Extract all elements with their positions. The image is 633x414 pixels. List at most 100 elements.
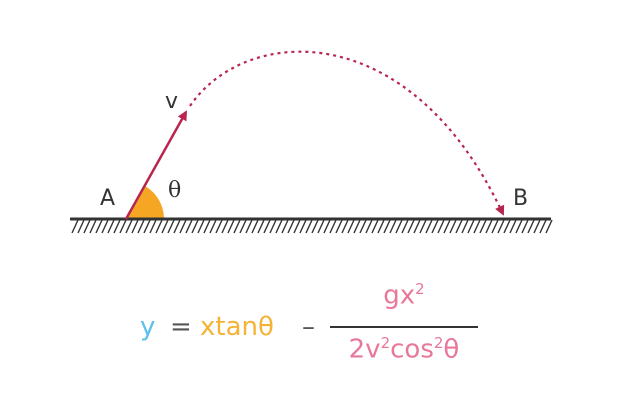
hatch-mark [113,219,121,234]
numerator-base: gx [383,280,416,311]
hatch-mark [119,219,127,234]
numerator-exponent: 2 [415,280,425,298]
denominator-exponent1: 2 [380,334,391,352]
hatch-mark [377,219,385,234]
hatch-mark [131,219,139,234]
hatch-mark [251,219,259,234]
hatch-mark [365,219,373,234]
hatch-mark [335,219,343,234]
hatch-mark [419,219,427,234]
hatch-mark [89,219,97,234]
hatch-mark [293,219,301,234]
hatch-mark [401,219,409,234]
hatch-mark [275,219,283,234]
hatch-mark [395,219,403,234]
denominator-exponent2: 2 [433,334,444,352]
hatch-mark [281,219,289,234]
hatch-mark [167,219,175,234]
hatch-mark [71,219,79,234]
hatch-mark [341,219,349,234]
hatch-mark [359,219,367,234]
hatch-mark [287,219,295,234]
hatch-mark [473,219,481,234]
hatch-mark [539,219,547,234]
hatch-mark [179,219,187,234]
hatch-mark [209,219,217,234]
hatch-mark [203,219,211,234]
projectile-diagram: A B v θ [70,50,553,234]
hatch-mark [125,219,133,234]
hatch-mark [173,219,181,234]
hatch-mark [83,219,91,234]
hatch-mark [479,219,487,234]
hatch-mark [245,219,253,234]
hatch-mark [425,219,433,234]
hatch-mark [317,219,325,234]
hatch-mark [95,219,103,234]
formula-numerator: gx2 [330,280,478,311]
hatch-mark [197,219,205,234]
hatch-mark [383,219,391,234]
hatch-mark [305,219,313,234]
hatch-mark [455,219,463,234]
hatch-mark [491,219,499,234]
hatch-mark [239,219,247,234]
velocity-vector [124,110,188,220]
hatch-mark [389,219,397,234]
hatch-mark [269,219,277,234]
angle-sector [126,186,165,219]
ground-hatching [71,219,553,234]
hatch-mark [263,219,271,234]
hatch-mark [155,219,163,234]
hatch-mark [533,219,541,234]
hatch-mark [101,219,109,234]
hatch-mark [407,219,415,234]
hatch-mark [521,219,529,234]
formula-lhs: y [140,312,156,342]
hatch-mark [353,219,361,234]
denominator-part3: θ [443,334,460,365]
hatch-mark [149,219,157,234]
hatch-mark [137,219,145,234]
hatch-mark [467,219,475,234]
hatch-mark [215,219,223,234]
hatch-mark [449,219,457,234]
hatch-mark [77,219,85,234]
angle-label: θ [168,178,181,203]
hatch-mark [143,219,151,234]
hatch-mark [233,219,241,234]
hatch-mark [437,219,445,234]
hatch-mark [347,219,355,234]
hatch-mark [161,219,169,234]
formula-denominator: 2v2cos2θ [330,334,478,365]
hatch-mark [191,219,199,234]
denominator-part1: 2v [348,334,381,365]
formula-term1: xtanθ [200,312,274,342]
formula-equals: = [170,312,192,342]
hatch-mark [323,219,331,234]
formula-minus: – [302,312,315,342]
point-a-label: A [100,186,115,211]
hatch-mark [509,219,517,234]
hatch-mark [227,219,235,234]
trajectory-equation: y = xtanθ – gx2 2v2cos2θ [0,280,633,372]
hatch-mark [257,219,265,234]
hatch-mark [371,219,379,234]
hatch-mark [299,219,307,234]
hatch-mark [329,219,337,234]
velocity-label: v [165,89,178,114]
hatch-mark [221,219,229,234]
point-b-label: B [513,186,528,211]
hatch-mark [431,219,439,234]
denominator-part2: cos [390,334,434,365]
hatch-mark [311,219,319,234]
hatch-mark [413,219,421,234]
hatch-mark [461,219,469,234]
hatch-mark [527,219,535,234]
hatch-mark [485,219,493,234]
trajectory-curve [189,50,505,216]
hatch-mark [545,219,553,234]
hatch-mark [185,219,193,234]
fraction-bar [330,326,478,328]
hatch-mark [497,219,505,234]
